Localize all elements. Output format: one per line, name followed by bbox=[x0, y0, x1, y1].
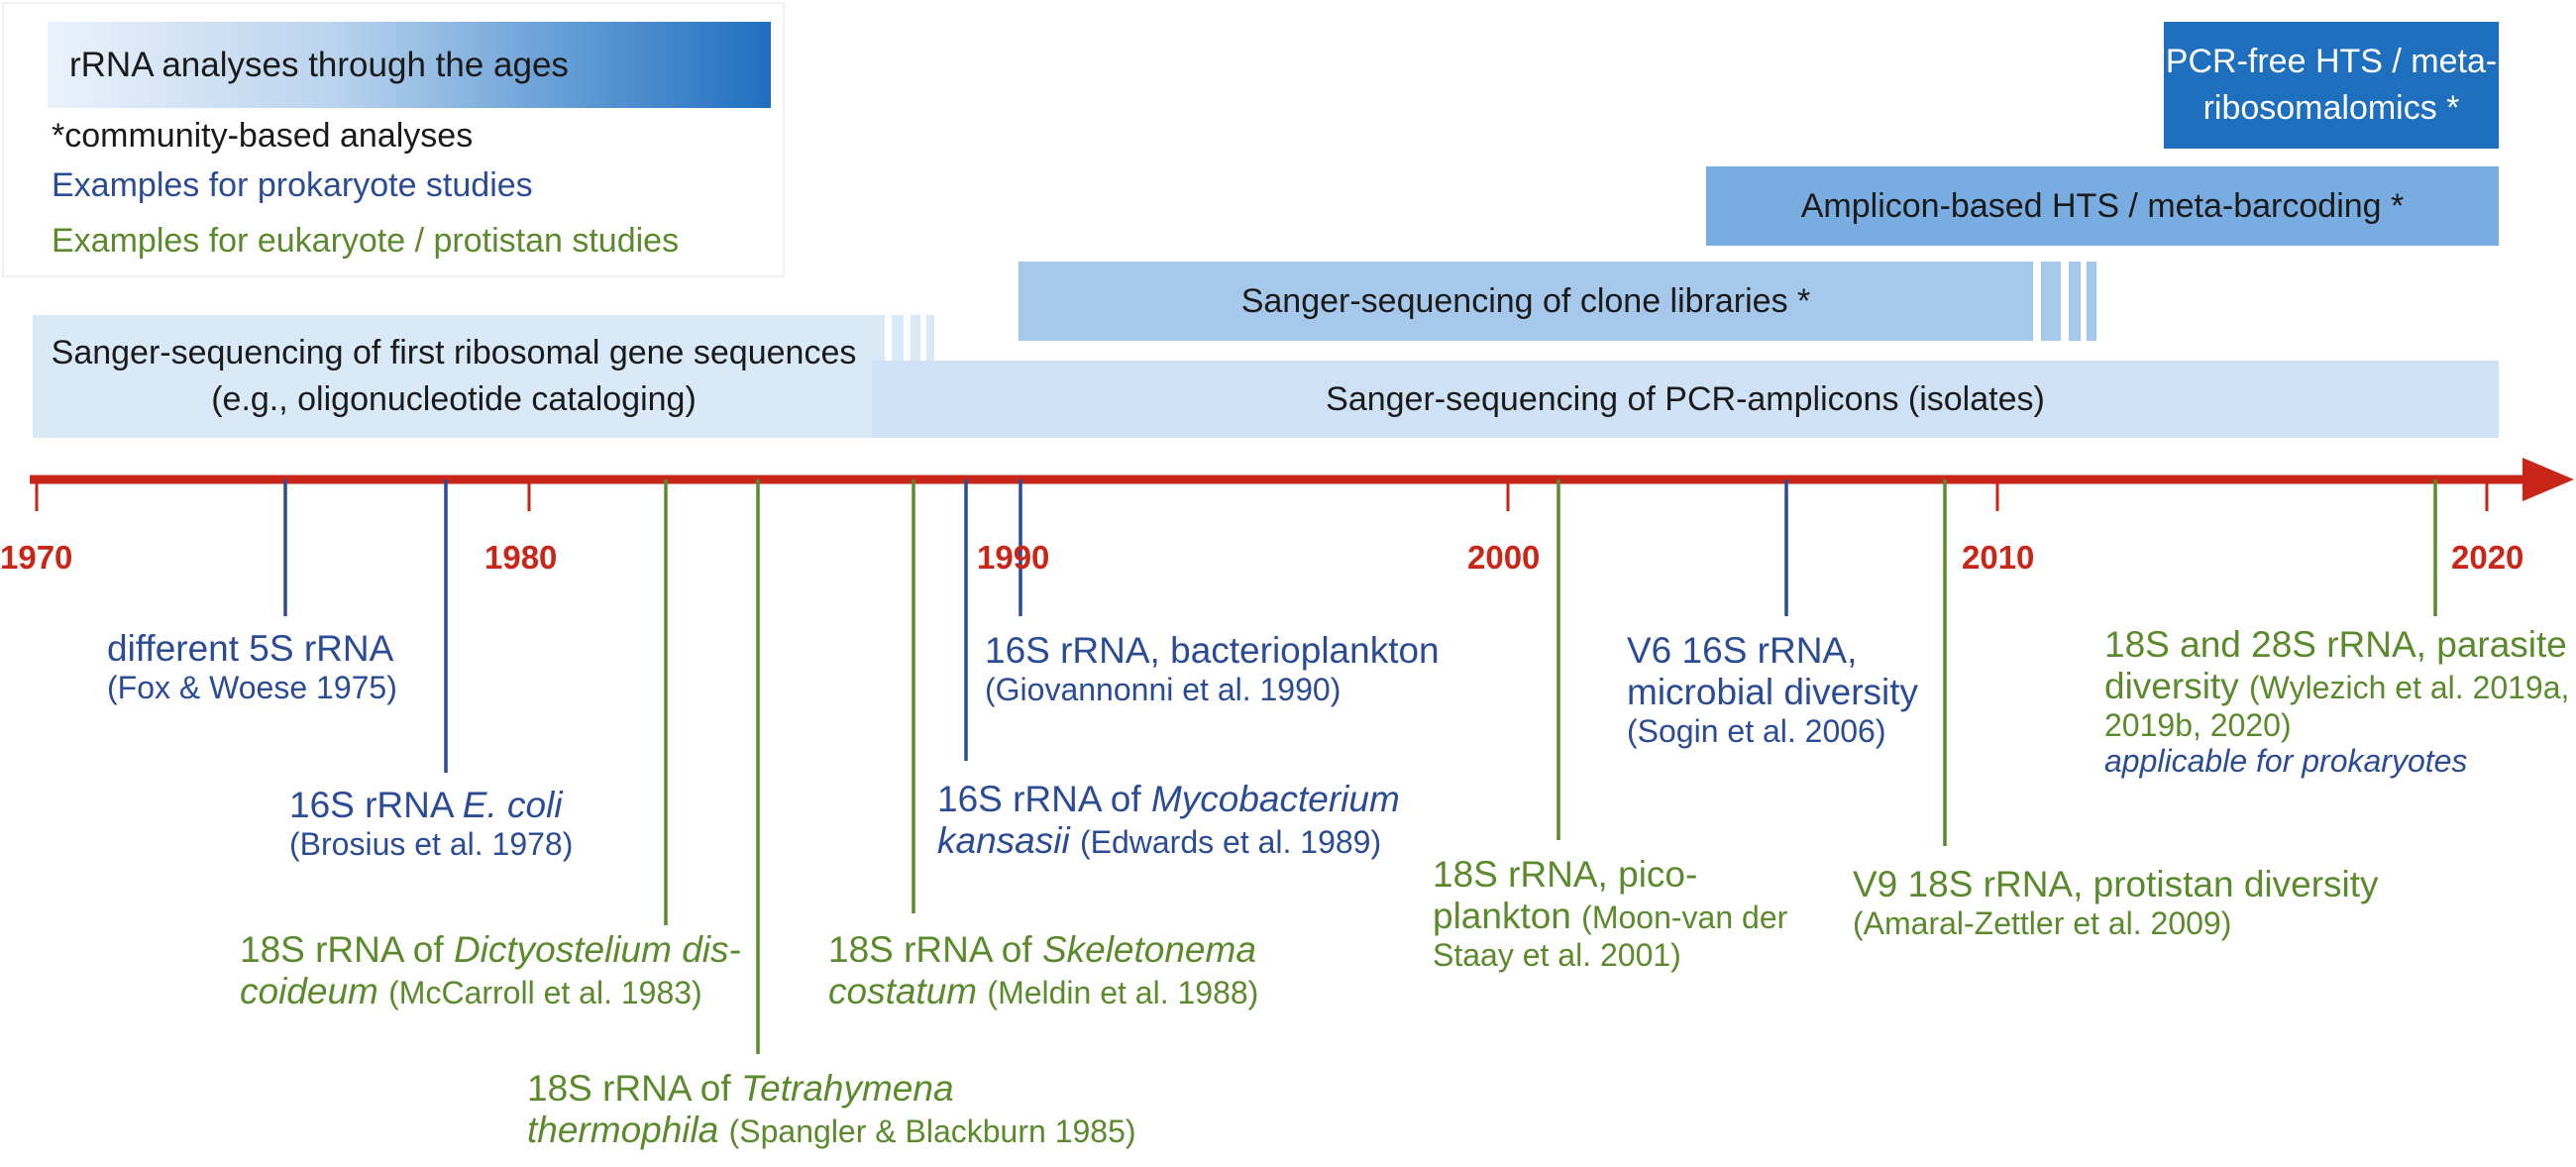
event-ref: (Fox & Woese 1975) bbox=[107, 669, 397, 705]
event-v6-16s: V6 16S rRNA, microbial diversity (Sogin … bbox=[1627, 630, 1918, 749]
event-18s-dictyostelium: 18S rRNA of Dictyostelium dis- coideum (… bbox=[240, 929, 741, 1012]
event-ref: (Sogin et al. 2006) bbox=[1627, 712, 1886, 749]
event-species: Mycobacterium bbox=[1150, 779, 1400, 819]
event-title: 16S rRNA, bacterioplankton bbox=[985, 630, 1440, 671]
fade-stripe bbox=[875, 315, 885, 361]
legend-community-note: *community-based analyses bbox=[52, 117, 474, 155]
event-title-prefix: 18S rRNA of bbox=[527, 1068, 741, 1109]
event-18s-picoplankton: 18S rRNA, pico- plankton (Moon-van der S… bbox=[1433, 854, 1787, 973]
event-5s-rrna: different 5S rRNA (Fox & Woese 1975) bbox=[107, 628, 397, 705]
event-title: 18S rRNA of Tetrahymena bbox=[527, 1068, 1136, 1110]
event-18s-skeletonema: 18S rRNA of Skeletonema costatum (Meldin… bbox=[828, 929, 1258, 1012]
axis-ticks bbox=[35, 479, 2489, 511]
legend-prokaryote: Examples for prokaryote studies bbox=[52, 166, 533, 204]
event-species-cont: thermophila bbox=[527, 1109, 719, 1150]
event-title: V9 18S rRNA, protistan diversity bbox=[1853, 864, 2379, 904]
axis-label-1990: 1990 bbox=[977, 539, 1050, 576]
bar-first-sequences: Sanger-sequencing of first ribosomal gen… bbox=[33, 315, 875, 438]
bar-amplicon-hts: Amplicon-based HTS / meta-barcoding * bbox=[1706, 166, 2499, 246]
axis-label-2020: 2020 bbox=[2451, 539, 2524, 576]
bar-amplicon-hts-label: Amplicon-based HTS / meta-barcoding * bbox=[1800, 186, 2405, 225]
event-title: 16S rRNA of Mycobacterium bbox=[937, 779, 1400, 820]
event-title: different 5S rRNA bbox=[107, 628, 394, 669]
fade-stripe bbox=[2087, 262, 2096, 341]
bar-pcr-free-hts: PCR-free HTS / meta- ribosomalomics * bbox=[2164, 22, 2499, 149]
event-ref: (Giovannonni et al. 1990) bbox=[985, 671, 1342, 707]
bar-pcr-amplicons-label: Sanger-sequencing of PCR-amplicons (isol… bbox=[1326, 379, 2045, 418]
legend-box bbox=[2, 2, 785, 277]
legend-title-gradient bbox=[48, 22, 771, 108]
bar-clone-libraries-label: Sanger-sequencing of clone libraries * bbox=[1240, 281, 1811, 320]
event-v9-18s: V9 18S rRNA, protistan diversity (Amaral… bbox=[1853, 864, 2379, 941]
event-ref-cont: Staay et al. 2001) bbox=[1433, 936, 1681, 973]
event-title-prefix: 16S rRNA of bbox=[937, 779, 1151, 819]
bar-first-sequences-line2: (e.g., oligonucleotide cataloging) bbox=[211, 380, 697, 418]
event-species-cont: kansasii bbox=[937, 819, 1070, 861]
event-ref: (Moon-van der bbox=[1581, 899, 1788, 935]
event-16s-mycobacterium: 16S rRNA of Mycobacterium kansasii (Edwa… bbox=[937, 779, 1400, 862]
timeline-arrowhead bbox=[2522, 458, 2574, 501]
event-lines bbox=[283, 479, 2437, 1054]
event-16s-bacterioplankton: 16S rRNA, bacterioplankton (Giovannonni … bbox=[985, 630, 1440, 707]
event-ref: (Spangler & Blackburn 1985) bbox=[728, 1113, 1136, 1149]
event-ref: (Brosius et al. 1978) bbox=[289, 825, 574, 862]
bar-pcr-free-line1: PCR-free HTS / meta- bbox=[2165, 43, 2498, 81]
event-ref: (McCarroll et al. 1983) bbox=[388, 974, 702, 1010]
event-species: Tetrahymena bbox=[740, 1068, 954, 1109]
event-title: 18S rRNA, pico- bbox=[1433, 854, 1698, 895]
axis-label-1980: 1980 bbox=[484, 539, 558, 576]
axis-label-2010: 2010 bbox=[1962, 539, 2035, 576]
event-title: 18S and 28S rRNA, parasite bbox=[2104, 624, 2567, 665]
event-title: 16S rRNA E. coli bbox=[289, 785, 573, 826]
event-species: E. coli bbox=[462, 785, 563, 825]
event-ref: (Amaral-Zettler et al. 2009) bbox=[1853, 904, 2232, 941]
event-title: 18S rRNA of Skeletonema bbox=[828, 929, 1258, 971]
event-species-cont: coideum bbox=[240, 970, 378, 1011]
event-ref: (Meldin et al. 1988) bbox=[987, 974, 1259, 1010]
legend-eukaryote: Examples for eukaryote / protistan studi… bbox=[52, 222, 680, 260]
event-species-cont: costatum bbox=[828, 970, 978, 1011]
event-title-prefix: 16S rRNA bbox=[289, 785, 463, 825]
bar-first-sequences-line1: Sanger-sequencing of first ribosomal gen… bbox=[51, 334, 857, 372]
event-18s-28s: 18S and 28S rRNA, parasite diversity (Wy… bbox=[2104, 624, 2569, 779]
event-title-prefix: 18S rRNA of bbox=[828, 929, 1042, 970]
bar-pcr-amplicons: Sanger-sequencing of PCR-amplicons (isol… bbox=[872, 361, 2499, 438]
bar-pcr-free-line2: ribosomalomics * bbox=[2202, 89, 2460, 127]
event-title-cont: plankton bbox=[1433, 895, 1571, 936]
event-ref-cont: 2019b, 2020) bbox=[2104, 706, 2292, 743]
event-title-prefix: 18S rRNA of bbox=[240, 929, 454, 970]
fade-stripe bbox=[892, 315, 904, 361]
event-title-cont: diversity bbox=[2104, 665, 2239, 706]
fade-stripe bbox=[2041, 262, 2061, 341]
event-species: Skeletonema bbox=[1041, 929, 1256, 970]
event-ref: (Edwards et al. 1989) bbox=[1079, 823, 1382, 860]
event-note: applicable for prokaryotes bbox=[2104, 742, 2468, 779]
fade-stripe bbox=[2069, 262, 2081, 341]
event-species: Dictyostelium dis- bbox=[453, 929, 741, 970]
event-title: V6 16S rRNA, bbox=[1627, 630, 1858, 671]
event-16s-ecoli: 16S rRNA E. coli (Brosius et al. 1978) bbox=[289, 785, 573, 862]
axis-label-2000: 2000 bbox=[1467, 539, 1541, 576]
event-title-cont: microbial diversity bbox=[1627, 671, 1919, 712]
event-title: 18S rRNA of Dictyostelium dis- bbox=[240, 929, 741, 971]
legend-title: rRNA analyses through the ages bbox=[69, 46, 569, 84]
fade-stripe bbox=[911, 315, 920, 361]
axis-label-1970: 1970 bbox=[0, 539, 73, 576]
event-ref: (Wylezich et al. 2019a, bbox=[2248, 669, 2570, 705]
fade-stripe bbox=[926, 315, 934, 361]
event-18s-tetrahymena: 18S rRNA of Tetrahymena thermophila (Spa… bbox=[527, 1068, 1136, 1151]
bar-clone-libraries: Sanger-sequencing of clone libraries * bbox=[1019, 262, 2033, 341]
